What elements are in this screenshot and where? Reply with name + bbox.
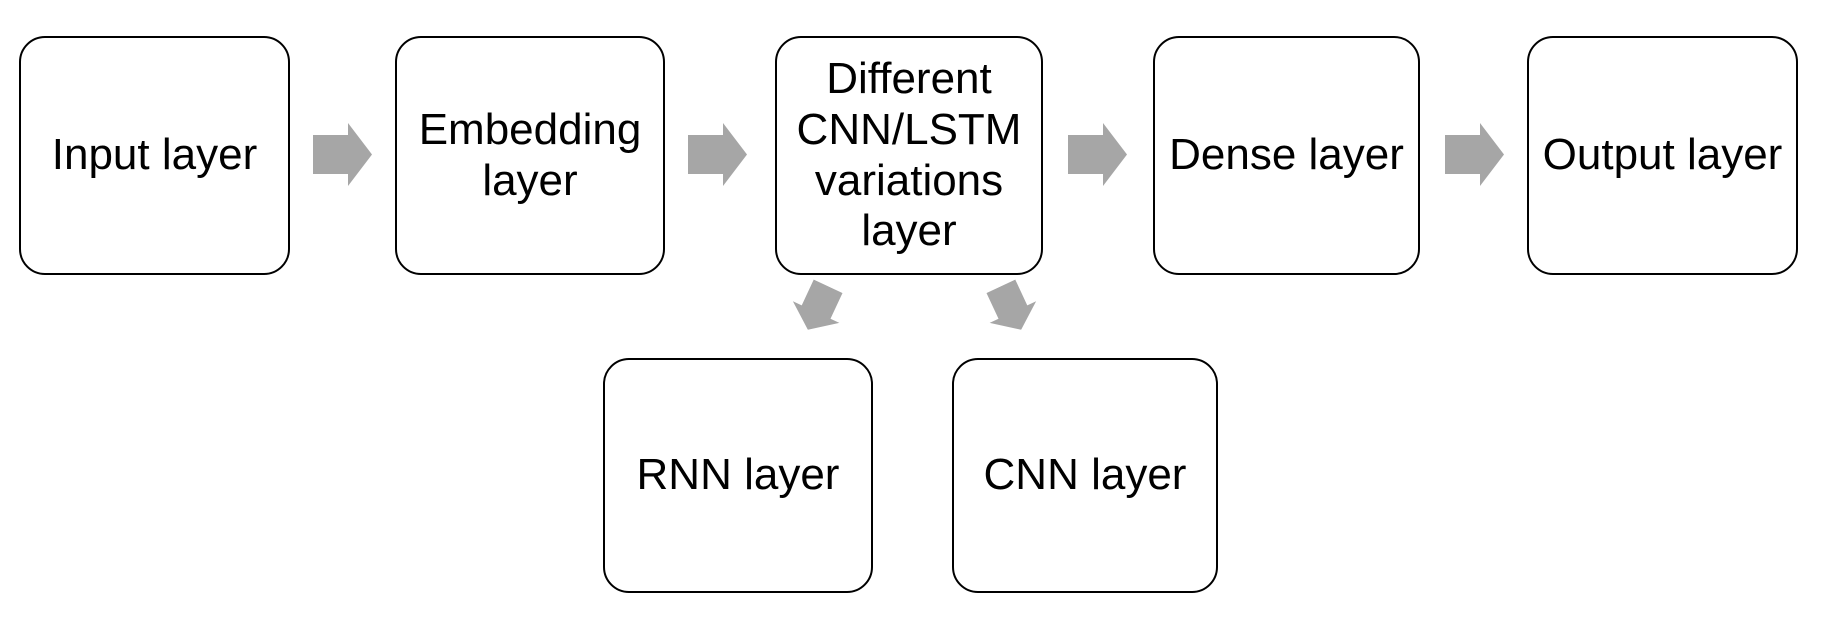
- arrow-right-icon: [688, 123, 747, 186]
- arrow-right-icon: [313, 123, 372, 186]
- node-input-layer-label: Input layer: [51, 130, 258, 180]
- node-output-layer: Output layer: [1527, 36, 1798, 275]
- node-input-layer: Input layer: [19, 36, 290, 275]
- node-cnn-lstm-variations-layer-label: Different CNN/LSTM variations layer: [796, 54, 1022, 256]
- node-rnn-layer-label: RNN layer: [636, 450, 840, 500]
- arrow-down-right-icon: [977, 275, 1044, 340]
- node-rnn-layer: RNN layer: [603, 358, 873, 593]
- node-cnn-layer-label: CNN layer: [983, 450, 1187, 500]
- node-output-layer-label: Output layer: [1542, 130, 1783, 180]
- arrow-down-left-icon: [784, 275, 851, 340]
- node-embedding-layer-label: Embedding layer: [418, 104, 642, 205]
- node-embedding-layer: Embedding layer: [395, 36, 665, 275]
- arrow-right-icon: [1445, 123, 1504, 186]
- node-dense-layer-label: Dense layer: [1169, 130, 1404, 180]
- node-dense-layer: Dense layer: [1153, 36, 1420, 275]
- node-cnn-lstm-variations-layer: Different CNN/LSTM variations layer: [775, 36, 1043, 275]
- node-cnn-layer: CNN layer: [952, 358, 1218, 593]
- arrow-right-icon: [1068, 123, 1127, 186]
